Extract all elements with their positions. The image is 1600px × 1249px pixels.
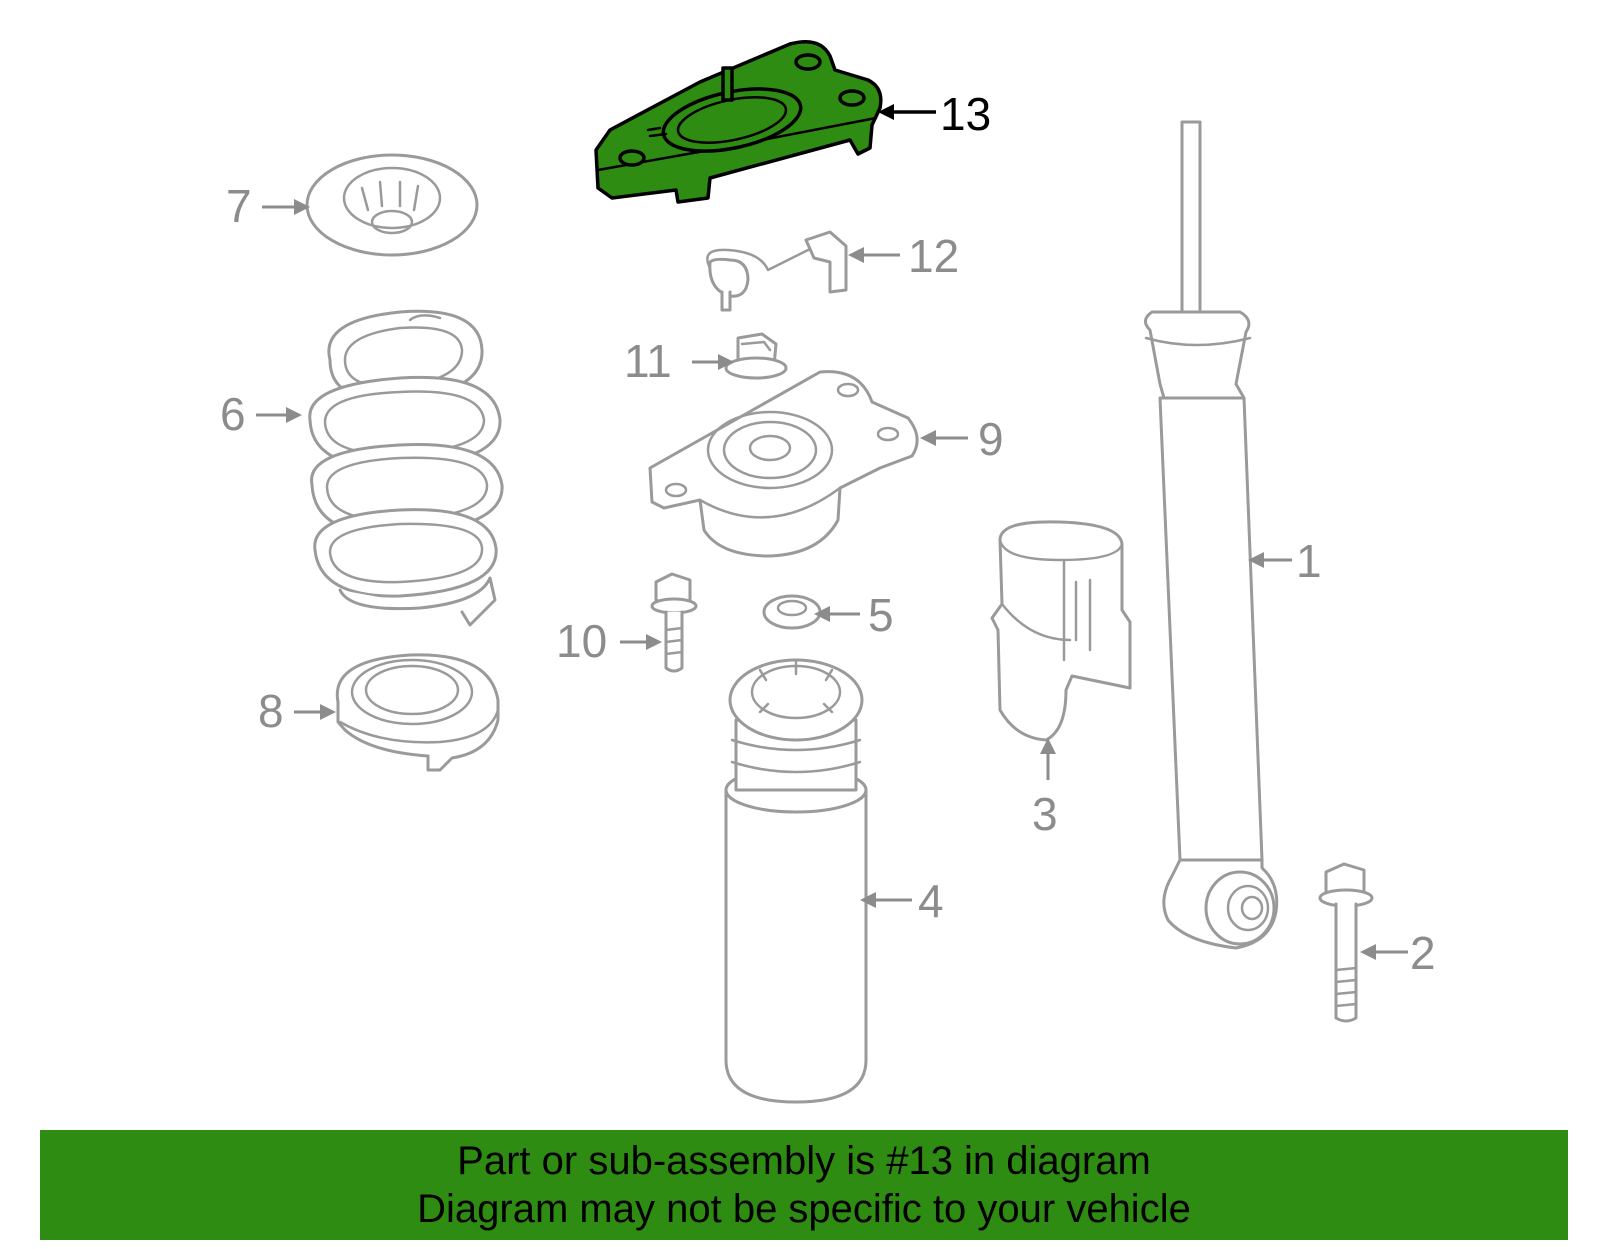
parts-diagram: 13 7 6 8	[220, 40, 1436, 1104]
callout-3: 3	[1032, 738, 1058, 840]
part-3-shield[interactable]	[990, 520, 1132, 742]
part-6-coil-spring[interactable]	[308, 309, 504, 627]
callout-5: 5	[814, 589, 894, 641]
callout-13: 13	[878, 88, 991, 140]
svg-text:1: 1	[1296, 535, 1322, 587]
banner-line-part-number: Part or sub-assembly is #13 in diagram	[457, 1139, 1151, 1183]
callout-10: 10	[556, 615, 662, 667]
banner-line-disclaimer: Diagram may not be specific to your vehi…	[417, 1187, 1191, 1231]
callout-2: 2	[1360, 927, 1436, 979]
svg-text:5: 5	[868, 589, 894, 641]
part-7-upper-spring-seat[interactable]	[305, 153, 479, 257]
svg-text:6: 6	[220, 388, 246, 440]
part-10-bolt[interactable]	[650, 572, 698, 673]
callout-4: 4	[860, 875, 944, 927]
part-5-washer[interactable]	[762, 594, 822, 630]
callout-12: 12	[848, 230, 959, 282]
callout-9: 9	[920, 413, 1004, 465]
info-banner: Part or sub-assembly is #13 in diagram D…	[40, 1130, 1568, 1240]
svg-text:13: 13	[940, 88, 991, 140]
callout-6: 6	[220, 388, 302, 440]
svg-text:3: 3	[1032, 788, 1058, 840]
part-8-lower-spring-seat[interactable]	[335, 653, 500, 772]
svg-text:2: 2	[1410, 927, 1436, 979]
part-9-strut-mount[interactable]	[648, 370, 919, 558]
svg-text:7: 7	[226, 180, 252, 232]
callout-7: 7	[226, 180, 310, 232]
part-11-flange-nut[interactable]	[724, 332, 788, 380]
part-13-upper-mount-plate[interactable]	[594, 40, 883, 204]
svg-text:4: 4	[918, 875, 944, 927]
part-1-shock-absorber[interactable]	[1144, 120, 1279, 950]
callout-8: 8	[258, 685, 336, 737]
svg-text:8: 8	[258, 685, 284, 737]
svg-text:11: 11	[624, 335, 672, 387]
svg-text:12: 12	[908, 230, 959, 282]
part-4-dust-boot[interactable]	[724, 658, 868, 1104]
svg-text:9: 9	[978, 413, 1004, 465]
callout-11: 11	[624, 335, 734, 387]
callout-1: 1	[1248, 535, 1322, 587]
part-2-mounting-bolt[interactable]	[1318, 862, 1374, 1023]
part-12-sensor-wire[interactable]	[706, 230, 848, 312]
svg-text:10: 10	[556, 615, 607, 667]
